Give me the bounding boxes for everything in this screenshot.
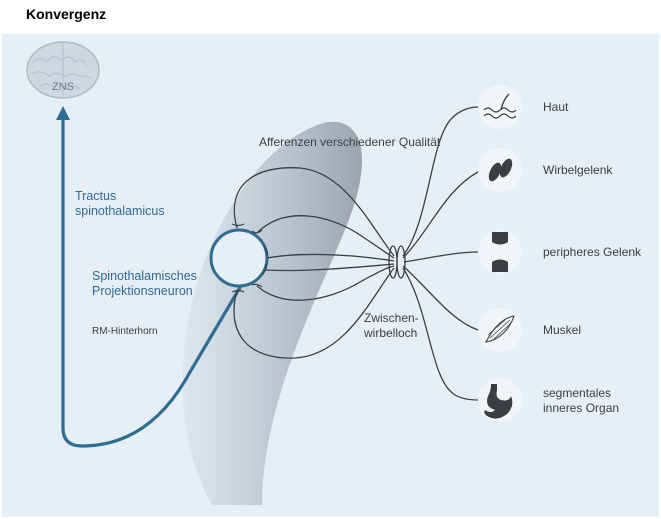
brain-label: ZNS [52,81,74,93]
target-label-organ-line2: inneres Organ [543,401,619,415]
target-label-skin: Haut [543,100,569,114]
target-label-muscle: Muskel [543,323,581,337]
tract-label-line1: Tractus [75,189,116,203]
target-label-vertebral-joint: Wirbelgelenk [543,163,613,177]
foramen-label-line2: wirbelloch [363,326,417,340]
stomach-icon [478,378,522,422]
diagram-background [2,34,659,517]
muscle-icon [478,308,522,352]
knee-joint-icon [478,230,522,274]
neuron-label-line1: Spinothalamisches [92,269,197,283]
page-title: Konvergenz [26,6,107,22]
neuron-label-line2: Projektionsneuron [92,284,193,298]
afferent-label: Afferenzen verschiedener Qualität [259,135,441,149]
skin-hair-icon [478,85,522,129]
target-label-organ-line1: segmentales [543,386,611,400]
brain-icon [26,41,100,99]
tract-label-line2: spinothalamicus [75,204,165,218]
tract-arrowhead [56,106,70,120]
spinothalamic-tract-line [61,112,244,448]
horn-label: RM-Hinterhorn [92,326,158,337]
afferent-fibers [233,167,395,359]
foramen-label-line1: Zwischen- [364,311,419,325]
vertebral-joint-icon [478,148,522,192]
peripheral-fibers [402,106,479,401]
target-label-peripheral-joint: peripheres Gelenk [543,245,642,259]
projection-neuron-circle [209,228,269,288]
